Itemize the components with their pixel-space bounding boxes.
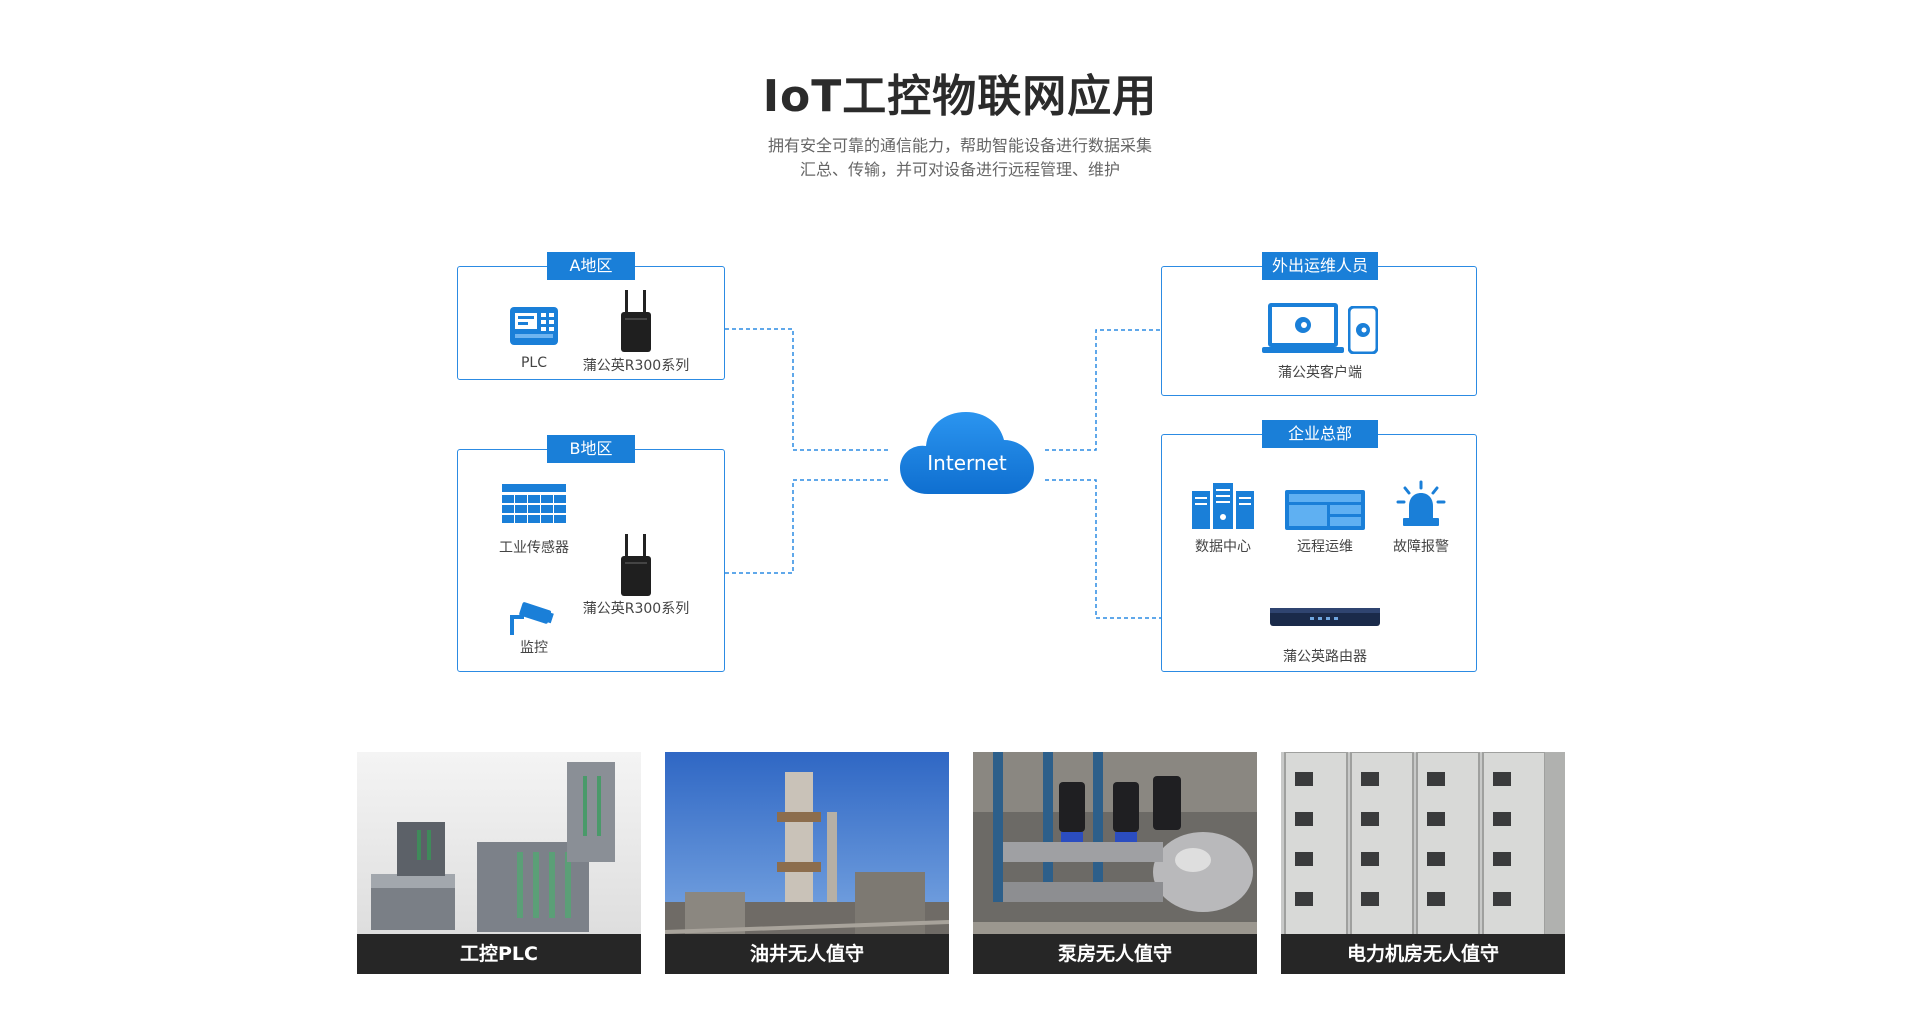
field-staff-tag: 外出运维人员 — [1262, 252, 1378, 280]
hq-router-label: 蒲公英路由器 — [1283, 649, 1367, 665]
router-r300-icon-a — [619, 290, 653, 356]
region-b-box — [457, 449, 725, 672]
photo-caption-oil-well: 油井无人值守 — [665, 934, 949, 974]
router-b-label: 蒲公英R300系列 — [582, 601, 690, 617]
photo-card-power-room[interactable]: 电力机房无人值守 — [1281, 752, 1565, 974]
alarm-label: 故障报警 — [1393, 539, 1449, 555]
photo-card-oil-well[interactable]: 油井无人值守 — [665, 752, 949, 974]
router-r300-icon-b — [619, 534, 653, 600]
page-title: IoT工控物联网应用 — [762, 71, 1158, 122]
client-label: 蒲公英客户端 — [1278, 365, 1362, 381]
subtitle-line-1: 拥有安全可靠的通信能力，帮助智能设备进行数据采集 — [767, 136, 1152, 155]
photo-card-plc[interactable]: 工控PLC — [357, 752, 641, 974]
region-a-tag: A地区 — [547, 252, 635, 280]
datacenter-icon — [1192, 483, 1254, 533]
plc-label: PLC — [520, 355, 548, 371]
camera-label: 监控 — [520, 640, 548, 656]
phone-icon — [1347, 305, 1379, 358]
photo-caption-plc: 工控PLC — [357, 934, 641, 974]
laptop-icon — [1262, 303, 1344, 359]
remote-ops-icon — [1285, 490, 1365, 534]
camera-icon — [508, 601, 554, 639]
photo-card-pump-room[interactable]: 泵房无人值守 — [973, 752, 1257, 974]
region-b-tag: B地区 — [547, 435, 635, 463]
photo-caption-pump-room: 泵房无人值守 — [973, 934, 1257, 974]
hq-router-icon — [1270, 604, 1380, 634]
sensor-icon — [502, 484, 566, 532]
datacenter-label: 数据中心 — [1195, 539, 1251, 555]
sensor-label: 工业传感器 — [499, 540, 569, 556]
photo-caption-power-room: 电力机房无人值守 — [1281, 934, 1565, 974]
internet-cloud-icon — [900, 410, 1034, 500]
remote-ops-label: 远程运维 — [1297, 539, 1353, 555]
router-a-label: 蒲公英R300系列 — [582, 358, 690, 374]
plc-icon — [509, 306, 559, 350]
internet-label: Internet — [927, 451, 1007, 475]
subtitle-line-2: 汇总、传输，并可对设备进行远程管理、维护 — [799, 160, 1120, 179]
hq-tag: 企业总部 — [1262, 420, 1378, 448]
alarm-icon — [1395, 480, 1447, 532]
region-a-box — [457, 266, 725, 380]
